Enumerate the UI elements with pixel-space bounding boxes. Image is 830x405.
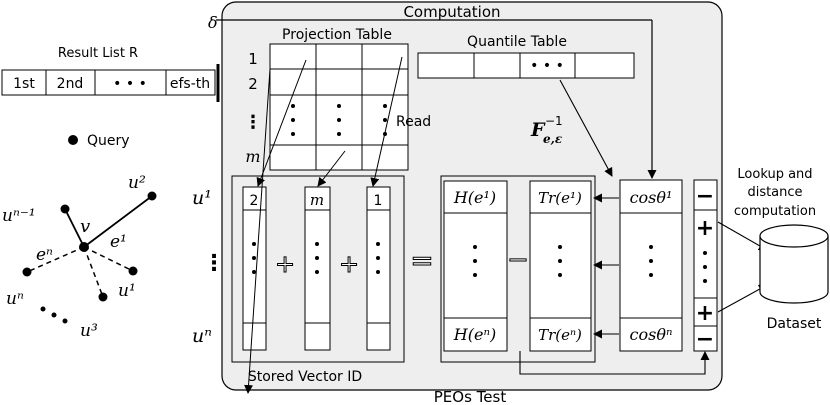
proj-row-1: 1 — [248, 50, 258, 68]
query-legend: Query — [87, 133, 130, 149]
query-dot-icon — [68, 135, 78, 145]
sign-2: + — [696, 216, 714, 241]
t-bottom: Tr(eⁿ) — [538, 326, 582, 344]
lookup-line-2: distance — [747, 185, 802, 200]
result-list-label: Result List R — [58, 46, 138, 61]
h-top: H(e¹) — [453, 188, 496, 207]
neighbor-graph: v e¹ eⁿ uⁿ⁻¹ u² u¹ uⁿ u³ — [2, 173, 157, 341]
result-cell-dots: • • • — [113, 76, 147, 92]
sign-4: − — [696, 327, 714, 352]
read-label: Read — [396, 114, 431, 130]
result-cell-1: 1st — [13, 76, 35, 92]
stored-col-3-top: 1 — [374, 193, 383, 209]
quantile-arrow — [559, 79, 613, 177]
equals-sign: = — [410, 244, 433, 277]
plus-2: + — [339, 250, 359, 278]
t-column — [529, 180, 592, 352]
computation-title: Computation — [403, 3, 500, 21]
lookup-arrow-bottom — [717, 284, 768, 313]
minus-sign: − — [507, 245, 529, 275]
svg-text:−1: −1 — [545, 114, 563, 128]
proj-arrow-3 — [370, 56, 403, 187]
proj-row-dots: ⋮ — [244, 112, 262, 133]
stored-col-2-top: m — [310, 191, 324, 209]
t-top: Tr(e¹) — [538, 189, 582, 207]
node-u3: u³ — [80, 321, 98, 341]
plus-1: + — [275, 250, 295, 278]
inverse-cdf-label: F e,ε −1 — [530, 114, 563, 146]
node-v: v — [80, 216, 90, 237]
result-cell-2: 2nd — [57, 76, 84, 92]
proj-row-2: 2 — [248, 75, 258, 93]
edge-en: eⁿ — [36, 245, 53, 265]
svg-text:e,ε: e,ε — [543, 132, 563, 146]
sign-1: − — [696, 184, 714, 209]
quantile-dots: • • • — [530, 58, 564, 74]
proj-arrow-2 — [317, 150, 346, 187]
lookup-arrow-top — [717, 221, 768, 251]
stored-col-3 — [366, 186, 391, 351]
query-node — [79, 242, 89, 252]
row-dots: ⋮ — [203, 251, 225, 276]
projection-table-title: Projection Table — [282, 27, 392, 43]
h-bottom: H(eⁿ) — [453, 325, 496, 344]
stored-vector-arrow — [244, 68, 271, 394]
svg-text:F: F — [530, 119, 546, 141]
result-list: 1st 2nd • • • efs-th — [1, 69, 216, 96]
proj-row-m: m — [245, 147, 260, 166]
feedback-arrow — [519, 351, 710, 375]
dataset-label: Dataset — [767, 316, 822, 332]
sign-3: + — [696, 301, 714, 326]
peos-test-label: PEOs Test — [434, 388, 507, 405]
node-u1: u¹ — [118, 281, 136, 301]
stored-vector-caption: Stored Vector ID — [248, 369, 362, 385]
stored-col-1-top: 2 — [250, 193, 259, 209]
stored-col-2 — [304, 186, 331, 351]
h-column — [443, 180, 508, 352]
cos-column — [619, 179, 683, 352]
projection-table — [269, 43, 409, 171]
node-u2: u² — [128, 173, 146, 193]
proj-arrow-1 — [256, 59, 307, 187]
dataset-cylinder-icon — [759, 224, 829, 304]
edge-e1: e¹ — [110, 232, 127, 252]
lookup-line-1: Lookup and — [737, 167, 812, 182]
row-u1: u¹ — [192, 187, 212, 209]
result-cell-efs: efs-th — [170, 76, 210, 92]
stored-col-1 — [242, 186, 267, 351]
row-un: uⁿ — [192, 325, 212, 347]
cos-top: cosθ¹ — [630, 188, 673, 207]
quantile-table-title: Quantile Table — [467, 34, 567, 50]
cos-bottom: cosθⁿ — [630, 325, 673, 344]
node-un-1: uⁿ⁻¹ — [2, 206, 36, 226]
quantile-table — [417, 52, 635, 79]
lookup-line-3: computation — [734, 204, 816, 219]
delta-label: δ — [208, 13, 218, 32]
node-un: uⁿ — [6, 289, 24, 309]
